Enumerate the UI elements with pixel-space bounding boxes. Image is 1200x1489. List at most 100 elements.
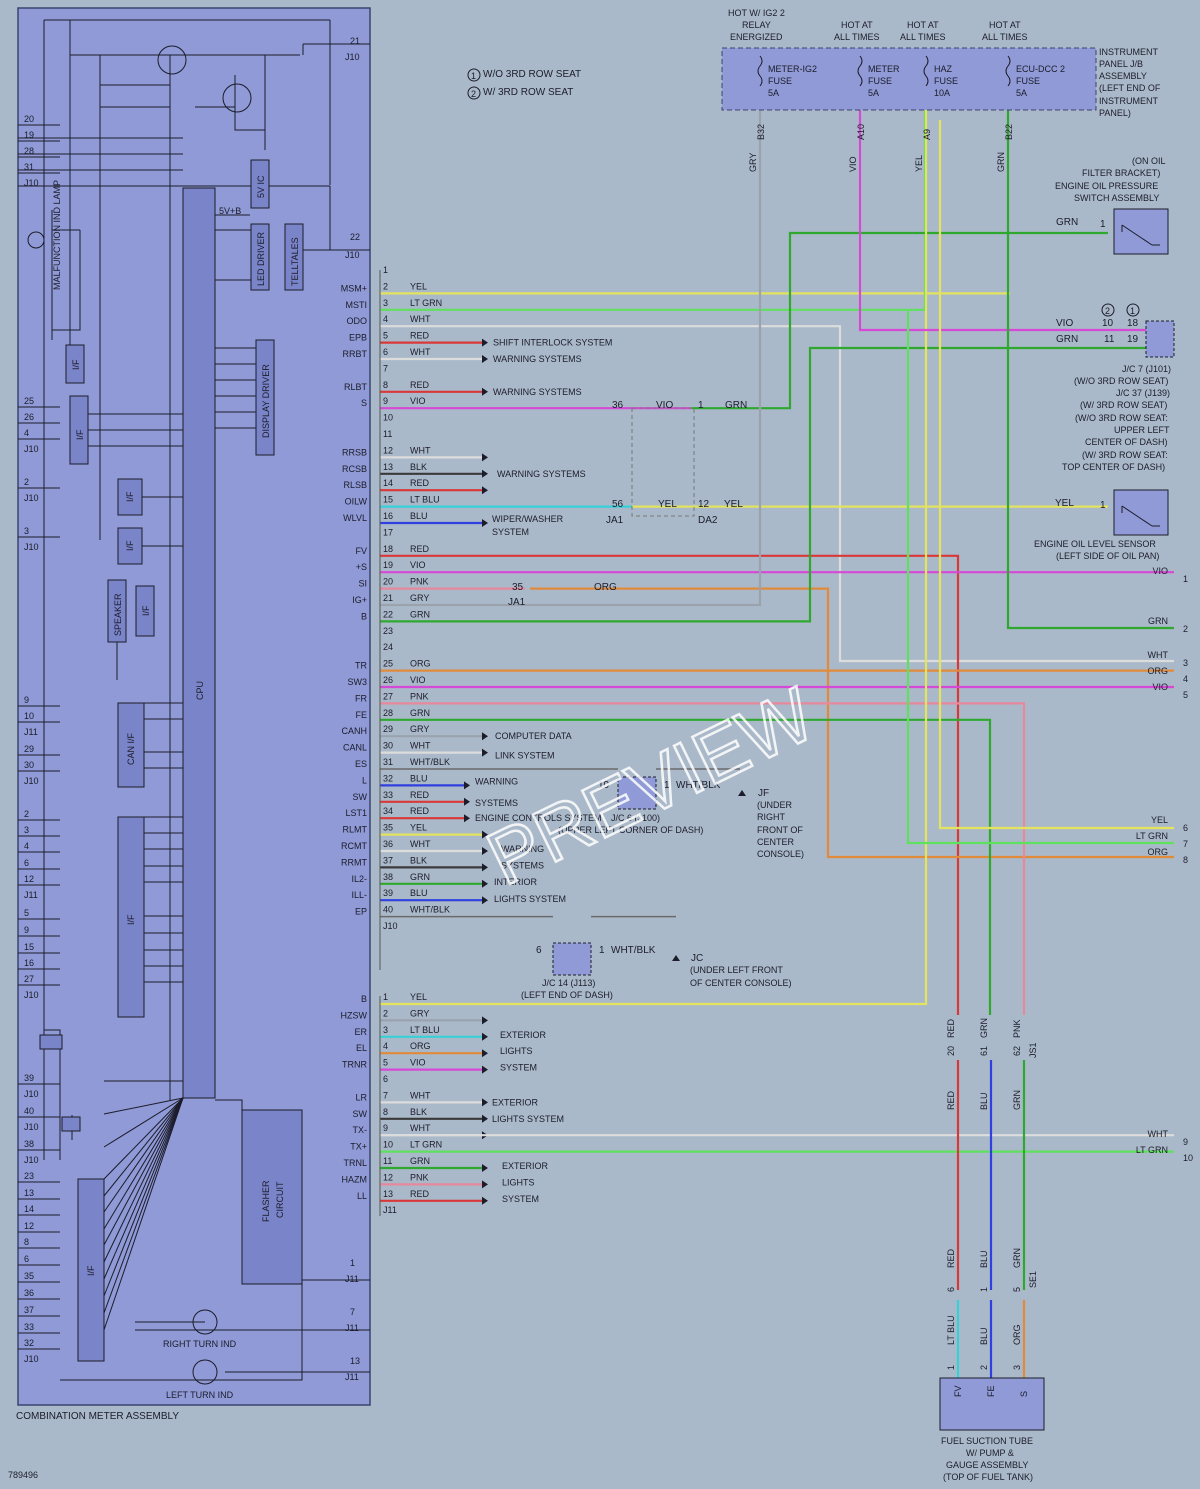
j11-signal-el: EL bbox=[356, 1043, 367, 1053]
j10-pin-number: 24 bbox=[383, 642, 393, 652]
j10-pin-number: 3 bbox=[383, 298, 388, 308]
fuel-wire: LT BLU bbox=[946, 1315, 956, 1345]
fuse-label: METER-IG2 bbox=[768, 64, 817, 74]
fuel-wire: PNK bbox=[1012, 1019, 1022, 1038]
module-pin-label: 40 bbox=[24, 1106, 34, 1116]
module-pin-label: J10 bbox=[24, 776, 39, 786]
j10-wire-color: BLK bbox=[410, 855, 427, 865]
fuse-label: FUSE bbox=[1016, 76, 1040, 86]
if-block-4 bbox=[117, 527, 143, 565]
j10-pin-number: 12 bbox=[383, 445, 393, 455]
speaker-label: SPEAKER bbox=[113, 593, 123, 636]
j10-wire-color: BLU bbox=[410, 888, 428, 898]
j11-wire-color: ORG bbox=[410, 1041, 431, 1051]
j10-wire-color: WHT bbox=[410, 741, 431, 751]
j10-pin-number: 15 bbox=[383, 495, 393, 505]
j10-wire-color: PNK bbox=[410, 577, 429, 587]
fuse-wire: GRY bbox=[748, 153, 758, 172]
j10-wire-color: PNK bbox=[410, 691, 429, 701]
fuel-pin: 1 bbox=[946, 1365, 956, 1370]
svg-text:WHT/BLK: WHT/BLK bbox=[676, 780, 721, 791]
svg-text:FRONT OF: FRONT OF bbox=[757, 825, 803, 835]
exit-wire-color: VIO bbox=[1152, 682, 1168, 692]
svg-text:W/ PUMP &: W/ PUMP & bbox=[966, 1448, 1014, 1458]
wire bbox=[380, 702, 1026, 1015]
wire bbox=[1006, 118, 1174, 630]
svg-text:12: 12 bbox=[698, 499, 710, 510]
j10-signal-l: L bbox=[362, 775, 367, 785]
svg-text:ALL TIMES: ALL TIMES bbox=[982, 32, 1028, 42]
fuel-terminal: S bbox=[1019, 1391, 1029, 1397]
module-pin-label: 14 bbox=[24, 1204, 34, 1214]
left-turn-label: LEFT TURN IND bbox=[166, 1390, 234, 1400]
destination-label: SYSTEMS bbox=[475, 798, 518, 808]
svg-text:YEL: YEL bbox=[1055, 498, 1074, 509]
destination-label: WARNING SYSTEMS bbox=[493, 354, 582, 364]
display-driver-block bbox=[255, 339, 275, 456]
j10-wire-color: WHT/BLK bbox=[410, 905, 450, 915]
module-pin-label: 16 bbox=[24, 958, 34, 968]
j10-wire-color: VIO bbox=[410, 675, 426, 685]
j10-wire-color: RED bbox=[410, 478, 430, 488]
fuel-connector: JS1 bbox=[1028, 1042, 1038, 1058]
j11-pin-number: 3 bbox=[383, 1025, 388, 1035]
telltales-block bbox=[284, 223, 304, 291]
j10-pin-number: 5 bbox=[383, 331, 388, 341]
if-block-1 bbox=[65, 344, 85, 384]
svg-text:1: 1 bbox=[664, 780, 670, 791]
svg-text:18: 18 bbox=[1127, 318, 1139, 329]
svg-text:(UNDER LEFT FRONT: (UNDER LEFT FRONT bbox=[690, 965, 783, 975]
j10-signal-msti: MSTI bbox=[346, 300, 368, 310]
j10-pin-number: 25 bbox=[383, 659, 393, 669]
wire bbox=[858, 118, 1146, 332]
svg-text:(ON OIL: (ON OIL bbox=[1132, 156, 1166, 166]
fuel-pin: 3 bbox=[1012, 1365, 1022, 1370]
svg-text:56: 56 bbox=[612, 499, 624, 510]
destination-label: EXTERIOR bbox=[492, 1097, 539, 1107]
svg-text:1: 1 bbox=[599, 945, 605, 956]
j10-signal-odo: ODO bbox=[346, 316, 367, 326]
destination-label: SHIFT INTERLOCK SYSTEM bbox=[493, 338, 612, 348]
fuse-rating: 5A bbox=[1016, 88, 1027, 98]
if-label-3: I/F bbox=[125, 491, 135, 502]
j10-pin-number: 38 bbox=[383, 872, 393, 882]
destination-label: SYSTEM bbox=[492, 527, 529, 537]
svg-text:GAUGE ASSEMBLY: GAUGE ASSEMBLY bbox=[946, 1460, 1028, 1470]
wire bbox=[938, 120, 1174, 830]
svg-text:11: 11 bbox=[1104, 334, 1115, 345]
j10-pin-number: 2 bbox=[383, 281, 388, 291]
svg-text:RIGHT: RIGHT bbox=[757, 812, 786, 822]
exit-wire-color: YEL bbox=[1151, 815, 1168, 825]
wire bbox=[380, 325, 1174, 663]
exit-wire-color: ORG bbox=[1147, 847, 1168, 857]
j11-signal-tx: TX+ bbox=[350, 1142, 367, 1152]
figure-id: 789496 bbox=[8, 1470, 38, 1480]
fuse-pin: B32 bbox=[756, 124, 766, 140]
fuel-terminal: FV bbox=[953, 1385, 963, 1397]
j10-wire-color: WHT/BLK bbox=[410, 757, 450, 767]
exit-wire-color: VIO bbox=[1152, 566, 1168, 576]
fuse-label: FUSE bbox=[934, 76, 958, 86]
svg-text:ENGINE OIL LEVEL SENSOR: ENGINE OIL LEVEL SENSOR bbox=[1034, 539, 1156, 549]
module-pin-label: 4 bbox=[24, 428, 29, 438]
destination-label: SYSTEM bbox=[502, 1194, 539, 1204]
module-pin-label: 29 bbox=[24, 744, 34, 754]
junction-jc6: 10 1 WHT/BLK J/C 6 (J100) (UPPER LEFT CO… bbox=[558, 776, 804, 859]
destination-label: LIGHTS bbox=[502, 1177, 535, 1187]
j10-wire-color: VIO bbox=[410, 560, 426, 570]
j10-wire-color: YEL bbox=[410, 281, 427, 291]
flasher-circuit-block bbox=[241, 1109, 303, 1285]
fuse-rating: 5A bbox=[768, 88, 779, 98]
fuel-pin: 6 bbox=[946, 1287, 956, 1292]
j10-signal-es: ES bbox=[355, 759, 367, 769]
module-pin-label: 36 bbox=[24, 1288, 34, 1298]
j10-signal-fr: FR bbox=[355, 693, 367, 703]
svg-text:JA1: JA1 bbox=[606, 515, 624, 526]
module-pin-label: 32 bbox=[24, 1338, 34, 1348]
j10-signal-rlmt: RLMT bbox=[343, 825, 368, 835]
wire bbox=[380, 120, 928, 1006]
wire bbox=[380, 554, 960, 1015]
svg-text:HOT AT: HOT AT bbox=[841, 20, 873, 30]
fuse-wire: GRN bbox=[996, 152, 1006, 172]
